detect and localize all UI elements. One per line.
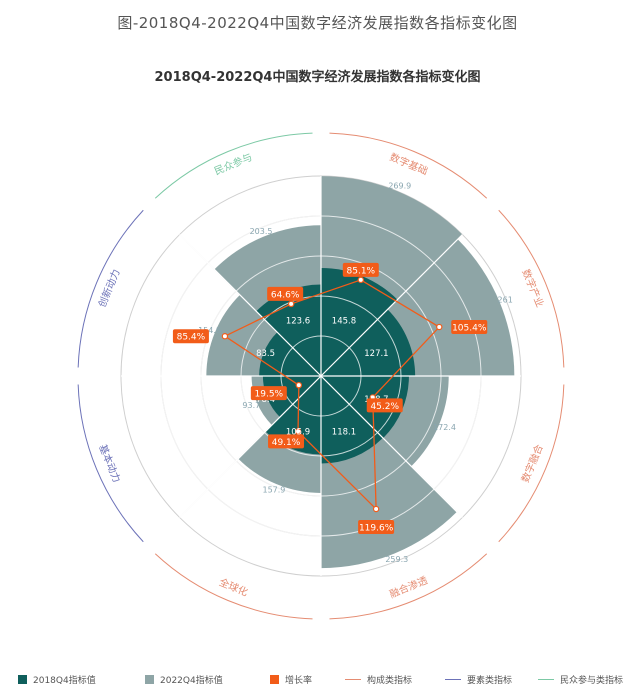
legend-swatch-2018: [18, 675, 27, 684]
page-title: 图-2018Q4-2022Q4中国数字经济发展指数各指标变化图: [117, 14, 518, 32]
growth-label-box: [366, 398, 403, 413]
label-2022: 93.7: [242, 401, 260, 410]
bar-2018: [259, 332, 321, 376]
label-2022: 269.9: [388, 182, 411, 191]
legend-label-2018: 2018Q4指标值: [33, 676, 96, 686]
legend-item-group-composition: 构成类指标: [345, 673, 412, 686]
legend-swatch-2022: [145, 675, 154, 684]
legend-item-growth: 增长率: [270, 673, 312, 686]
growth-label-box: [267, 286, 304, 301]
bar-2018: [321, 376, 409, 439]
category-label: 创新动力: [95, 267, 122, 309]
growth-point: [436, 323, 443, 331]
label-2018: 83.5: [256, 349, 275, 359]
growth-label: 64.6%: [271, 290, 300, 300]
category-label: 民众参与: [212, 150, 254, 177]
category-ring-arc: [154, 132, 313, 199]
grid-overlay: [121, 176, 521, 576]
growth-point: [357, 276, 364, 284]
growth-label-box: [172, 329, 209, 344]
growth-point: [295, 381, 303, 389]
growth-label: 85.4%: [177, 333, 206, 343]
label-2022: 203.5: [250, 227, 273, 236]
growth-label: 49.1%: [272, 438, 301, 448]
legend-item-2018: 2018Q4指标值: [18, 673, 96, 686]
growth-label: 85.1%: [347, 266, 376, 276]
legend-label-group-factor: 要素类指标: [467, 676, 513, 686]
growth-label-box: [451, 320, 488, 335]
grid-spoke-overlay: [320, 375, 463, 518]
label-2018: 118.1: [332, 427, 356, 437]
category-ring-arc: [77, 384, 144, 543]
growth-label-box: [250, 386, 287, 401]
label-2022: 157.9: [262, 486, 285, 495]
legend-label-group-composition: 构成类指标: [367, 676, 413, 686]
label-2018: 127.1: [364, 349, 388, 359]
category-ring-arc: [498, 384, 565, 543]
category-ring-arc: [154, 553, 313, 620]
chart-title: 2018Q4-2022Q4中国数字经济发展指数各指标变化图: [154, 70, 481, 85]
grid-spoke-overlay: [179, 234, 322, 377]
label-2022: 172.4: [433, 423, 456, 432]
legend-swatch-group-composition: [345, 679, 361, 680]
legend-swatch-group-factor: [445, 679, 461, 680]
category-ring-arc: [77, 209, 144, 368]
growth-point: [294, 428, 302, 435]
growth-label-box: [268, 434, 305, 449]
legend-label-group-public: 民众参与类指标: [560, 676, 624, 686]
label-2022: 259.3: [385, 555, 408, 564]
category-ring-arc: [329, 132, 488, 199]
category-ring-arc: [498, 209, 565, 368]
growth-label-box: [358, 520, 395, 535]
legend-label-2022: 2022Q4指标值: [160, 676, 223, 686]
label-2018: 105.9: [286, 427, 310, 437]
growth-label: 119.6%: [359, 524, 394, 534]
legend-swatch-growth: [270, 675, 279, 684]
legend-item-group-factor: 要素类指标: [445, 673, 512, 686]
legend-item-group-public: 民众参与类指标: [538, 673, 623, 686]
growth-label: 105.4%: [452, 324, 487, 334]
legend-swatch-group-public: [538, 679, 554, 680]
grid-spoke-overlay: [320, 234, 463, 377]
grid-spoke-overlay: [179, 375, 322, 518]
legend: 2018Q4指标值 2022Q4指标值 增长率 构成类指标 要素类指标 民众参与…: [0, 671, 635, 689]
legend-label-growth: 增长率: [285, 676, 313, 686]
category-label: 数字产业: [519, 267, 546, 309]
category-ring-arc: [329, 553, 488, 620]
legend-item-2022: 2022Q4指标值: [145, 673, 223, 686]
growth-label: 45.2%: [370, 402, 399, 412]
growth-point: [221, 333, 229, 340]
label-2018: 123.6: [286, 317, 310, 327]
category-label: 数字基础: [388, 150, 430, 177]
bar-2018: [321, 309, 416, 376]
bar-2018: [256, 284, 321, 376]
growth-label: 19.5%: [255, 390, 284, 400]
growth-label-box: [342, 262, 379, 277]
label-2018: 145.8: [332, 317, 356, 327]
growth-point: [372, 505, 380, 513]
growth-point: [287, 300, 295, 308]
label-2022: 261: [498, 296, 513, 305]
category-label: 全球化: [217, 575, 250, 598]
label-2022: 154.8: [198, 326, 221, 335]
bar-2018: [321, 268, 398, 376]
